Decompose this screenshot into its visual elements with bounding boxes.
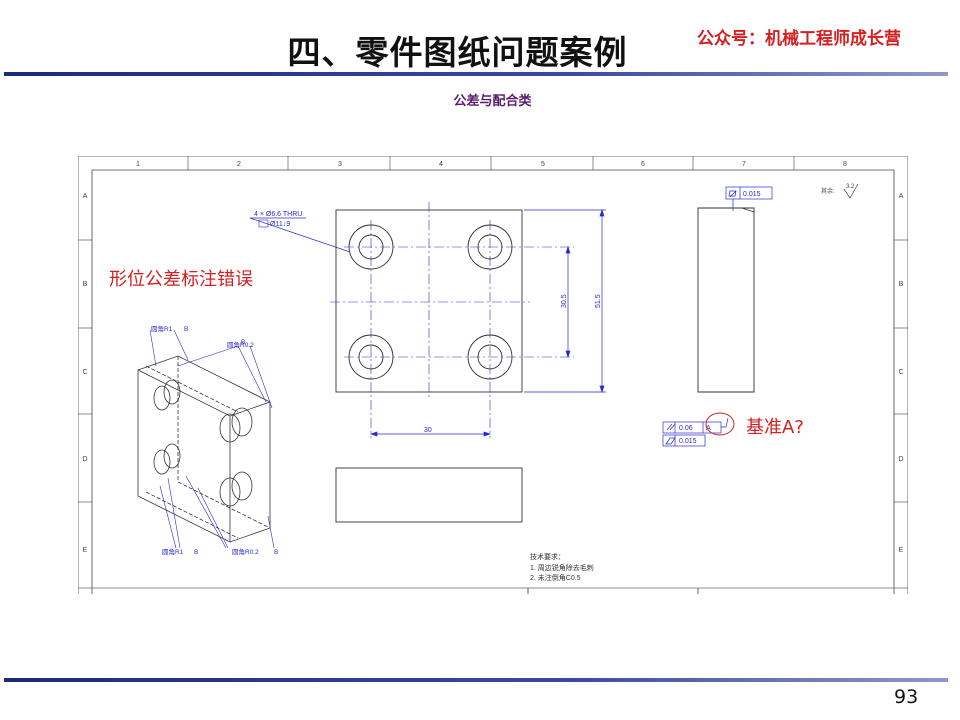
svg-text:30: 30	[424, 427, 432, 434]
svg-text:D: D	[82, 456, 87, 463]
svg-text:2: 2	[237, 161, 241, 168]
svg-text:技术要求：: 技术要求：	[530, 552, 565, 561]
gdt-error-callout: 形位公差标注错误	[109, 269, 253, 290]
svg-text:圆角R0.2: 圆角R0.2	[227, 340, 254, 349]
dimensions	[249, 208, 606, 437]
svg-text:Ø11↓9: Ø11↓9	[270, 221, 290, 228]
svg-text:B: B	[241, 339, 245, 346]
svg-text:2. 未注倒角C0.5: 2. 未注倒角C0.5	[530, 573, 581, 582]
svg-text:B: B	[83, 281, 88, 288]
svg-text:A: A	[706, 425, 711, 432]
svg-text:51.5: 51.5	[595, 294, 602, 308]
account-label: 公众号：机械工程师成长营	[697, 29, 901, 49]
gdt-frames	[662, 186, 773, 447]
fillet-labels: 圆角R1 圆角R0.2 圆角R1 圆角R0.2 B B B B	[151, 324, 278, 556]
svg-text:C: C	[898, 369, 903, 376]
gdt-texts: 0.015 0.06 A 0.015	[679, 191, 761, 445]
tech-requirements: 技术要求： 1. 周边锐角除去毛刺 2. 未注倒角C0.5	[530, 552, 594, 582]
svg-text:1. 周边锐角除去毛刺: 1. 周边锐角除去毛刺	[530, 563, 594, 572]
svg-text:1: 1	[136, 161, 140, 168]
svg-text:B: B	[899, 281, 904, 288]
svg-text:0.015: 0.015	[743, 191, 761, 198]
svg-text:0.06: 0.06	[679, 425, 693, 432]
svg-text:5: 5	[541, 161, 545, 168]
datum-circle-mark	[705, 412, 735, 436]
dimension-texts: 30 30.5 51.5 4 × Ø6.6 THRU Ø11↓9	[254, 211, 602, 434]
page-title: 四、零件图纸问题案例	[287, 33, 628, 72]
center-lines	[330, 202, 574, 438]
engineering-drawing: 1 2 3 4 5 6 7 8 A B C D E A B C D E	[78, 156, 908, 594]
svg-text:3: 3	[338, 161, 342, 168]
svg-text:A: A	[83, 193, 88, 200]
svg-text:圆角R0.2: 圆角R0.2	[232, 547, 259, 556]
section-subtitle: 公差与配合类	[453, 94, 532, 109]
bottom-view	[335, 467, 523, 523]
svg-text:6: 6	[641, 161, 645, 168]
header-divider	[4, 72, 948, 76]
svg-text:E: E	[83, 547, 88, 554]
svg-text:B: B	[194, 549, 198, 556]
svg-text:0.015: 0.015	[679, 438, 697, 445]
svg-text:3.2: 3.2	[846, 184, 855, 190]
svg-text:30.5: 30.5	[561, 294, 568, 308]
datum-question-callout: 基准A?	[746, 417, 804, 438]
column-markers: 1 2 3 4 5 6 7 8	[136, 161, 847, 168]
svg-text:E: E	[899, 547, 904, 554]
svg-text:圆角R1: 圆角R1	[151, 324, 173, 333]
page-number: 93	[894, 686, 919, 708]
leader-lines	[149, 329, 275, 549]
frame-ticks	[78, 156, 908, 503]
drawing-frame	[78, 156, 908, 594]
svg-text:B: B	[274, 549, 278, 556]
svg-text:D: D	[898, 456, 903, 463]
isometric-view	[137, 355, 271, 543]
svg-text:8: 8	[843, 161, 847, 168]
svg-text:4: 4	[439, 161, 443, 168]
side-view	[697, 207, 755, 393]
svg-text:C: C	[82, 369, 87, 376]
svg-text:其余:: 其余:	[821, 187, 835, 195]
roughness-note: 其余: 3.2	[821, 184, 855, 195]
svg-text:圆角R1: 圆角R1	[162, 547, 184, 556]
svg-text:7: 7	[742, 161, 746, 168]
footer-divider	[4, 678, 948, 682]
svg-text:B: B	[184, 326, 188, 333]
svg-text:4 × Ø6.6 THRU: 4 × Ø6.6 THRU	[254, 211, 302, 218]
svg-text:A: A	[899, 193, 904, 200]
row-markers: A B C D E A B C D E	[82, 193, 903, 554]
